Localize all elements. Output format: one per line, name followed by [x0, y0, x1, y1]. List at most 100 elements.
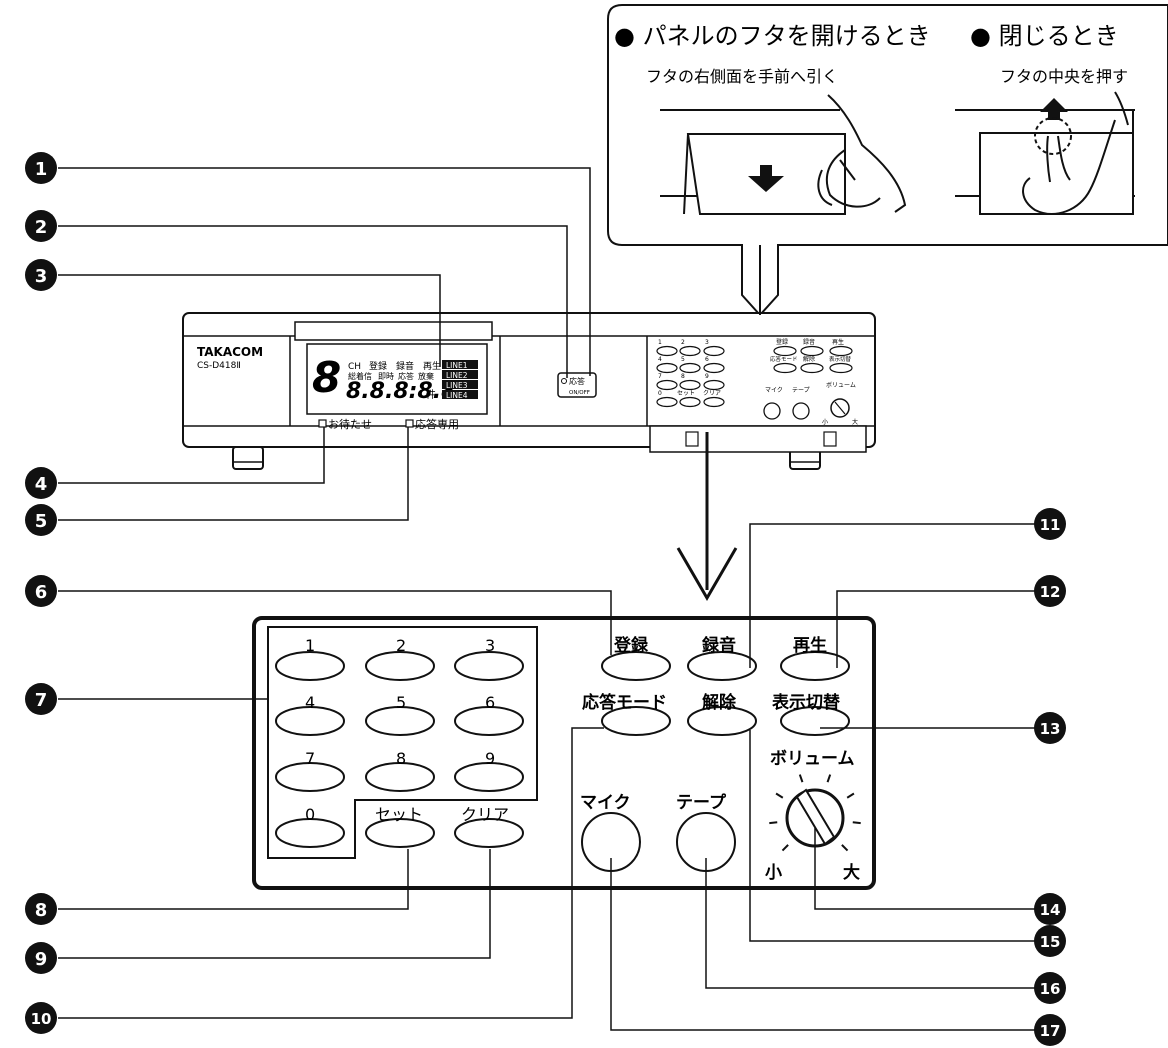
answer-mode-button[interactable] — [601, 706, 671, 736]
mini-key-1-button[interactable] — [656, 345, 678, 357]
mini-key-9-button[interactable] — [703, 379, 725, 391]
answer-switch-led-icon — [561, 378, 567, 384]
mini-key-label-4: 4 — [658, 356, 662, 363]
volume-tick — [852, 821, 861, 825]
marker-12: 12 — [1040, 583, 1061, 601]
mini-key-0-button[interactable] — [656, 396, 678, 408]
mini-play-button[interactable] — [829, 345, 853, 357]
key-3-button[interactable] — [454, 651, 524, 681]
mini-key-label-1: 1 — [658, 339, 662, 346]
mini-key-3-button[interactable] — [703, 345, 725, 357]
leader-lines — [58, 167, 1050, 1031]
open-lid-illustration — [660, 94, 907, 215]
mini-key-6-button[interactable] — [703, 362, 725, 374]
enlarged-control-panel: 1 2 3 4 5 6 7 8 9 0 セット クリア 登録 録音 再生 応答モ… — [252, 616, 876, 890]
marker-15: 15 — [1040, 933, 1061, 951]
mini-func-label-display-switch: 表示切替 — [829, 355, 852, 363]
zoom-arrow-head-icon — [676, 547, 738, 601]
mini-tape-button[interactable] — [792, 402, 810, 420]
mini-key-2-button[interactable] — [679, 345, 701, 357]
lcd-line1: LINE1 — [446, 361, 468, 370]
key-label-0: 0 — [305, 805, 315, 824]
lcd-line2: LINE2 — [446, 371, 468, 380]
mini-key-label-clear: クリア — [703, 390, 721, 397]
mini-key-7-button[interactable] — [656, 379, 678, 391]
key-1-button[interactable] — [275, 651, 345, 681]
key-clear-button[interactable] — [454, 818, 524, 848]
func-label-play: 再生 — [793, 635, 827, 656]
volume-min-label: 小 — [765, 863, 782, 883]
volume-label: ボリューム — [770, 749, 855, 769]
lcd-row2-abandon: 放棄 — [418, 371, 434, 381]
keypad-bracket — [267, 626, 538, 859]
key-2-button[interactable] — [365, 651, 435, 681]
marker-4: 4 — [35, 474, 48, 495]
lcd-row2-total: 総着信 — [348, 371, 372, 381]
mini-mic-button[interactable] — [763, 402, 781, 420]
mini-key-label-6: 6 — [705, 356, 709, 363]
mini-record-button[interactable] — [800, 345, 824, 357]
mini-volume-min: 小 — [822, 418, 828, 426]
marker-7: 7 — [35, 690, 48, 711]
key-6-button[interactable] — [454, 706, 524, 736]
register-button[interactable] — [601, 651, 671, 681]
wait-lamp-label: お待たせ — [328, 417, 372, 431]
mini-key-4-button[interactable] — [656, 362, 678, 374]
lcd-line-indicators: LINE1 LINE2 LINE3 LINE4 — [442, 360, 478, 400]
func-label-register: 登録 — [613, 635, 649, 656]
key-0-button[interactable] — [275, 818, 345, 848]
key-label-1: 1 — [305, 636, 315, 655]
mini-display-switch-button[interactable] — [829, 362, 853, 374]
close-title: ● 閉じるとき — [970, 22, 1119, 50]
marker-5: 5 — [35, 511, 48, 532]
marker-10: 10 — [31, 1010, 52, 1028]
wait-lamp-icon — [318, 419, 327, 428]
mini-mic-label: マイク — [765, 387, 783, 394]
lcd-unit: 件 — [426, 389, 436, 401]
mini-key-label-set: セット — [677, 390, 695, 397]
mini-register-button[interactable] — [773, 345, 797, 357]
mini-cancel-button[interactable] — [800, 362, 824, 374]
answer-only-lamp-label: 応答専用 — [415, 417, 459, 431]
mini-answer-mode-button[interactable] — [773, 362, 797, 374]
play-button[interactable] — [780, 651, 850, 681]
mini-func-label-play: 再生 — [832, 338, 844, 346]
lid-callout: ● パネルのフタを開けるとき フタの右側面を手前へ引く ● 閉じるとき フタの中… — [607, 4, 1168, 317]
key-7-button[interactable] — [275, 762, 345, 792]
volume-tick — [826, 774, 832, 783]
mini-key-clear-button[interactable] — [703, 396, 725, 408]
marker-1: 1 — [35, 159, 48, 180]
marker-9: 9 — [35, 949, 48, 970]
volume-tick — [846, 792, 855, 799]
lcd-row2-answer: 応答 — [398, 371, 414, 381]
mini-key-5-button[interactable] — [679, 362, 701, 374]
mini-key-set-button[interactable] — [679, 396, 701, 408]
cancel-button[interactable] — [687, 706, 757, 736]
answer-switch[interactable] — [557, 372, 597, 398]
key-9-button[interactable] — [454, 762, 524, 792]
lcd-row1-register: 登録 — [369, 360, 387, 372]
marker-3: 3 — [35, 266, 48, 287]
mini-key-8-button[interactable] — [679, 379, 701, 391]
volume-max-label: 大 — [843, 862, 860, 883]
lcd-row1-record: 録音 — [396, 360, 414, 372]
key-set-button[interactable] — [365, 818, 435, 848]
key-label-set: セット — [375, 805, 423, 824]
key-label-2: 2 — [396, 636, 406, 655]
lcd-line3: LINE3 — [446, 381, 468, 390]
key-5-button[interactable] — [365, 706, 435, 736]
volume-scale-ticks — [769, 774, 861, 852]
volume-tick — [775, 792, 784, 799]
device-front: TAKACOM CS-D418Ⅱ 8 CH 登録 録音 再生 総着信 即時 応答… — [182, 312, 876, 470]
record-button[interactable] — [687, 651, 757, 681]
key-label-8: 8 — [396, 749, 406, 768]
mini-key-label-2: 2 — [681, 339, 685, 346]
key-4-button[interactable] — [275, 706, 345, 736]
lcd-line4: LINE4 — [446, 391, 468, 400]
key-8-button[interactable] — [365, 762, 435, 792]
marker-11: 11 — [1040, 516, 1061, 534]
key-label-clear: クリア — [461, 805, 509, 824]
mini-key-label-3: 3 — [705, 339, 709, 346]
func-label-cancel: 解除 — [702, 692, 737, 713]
